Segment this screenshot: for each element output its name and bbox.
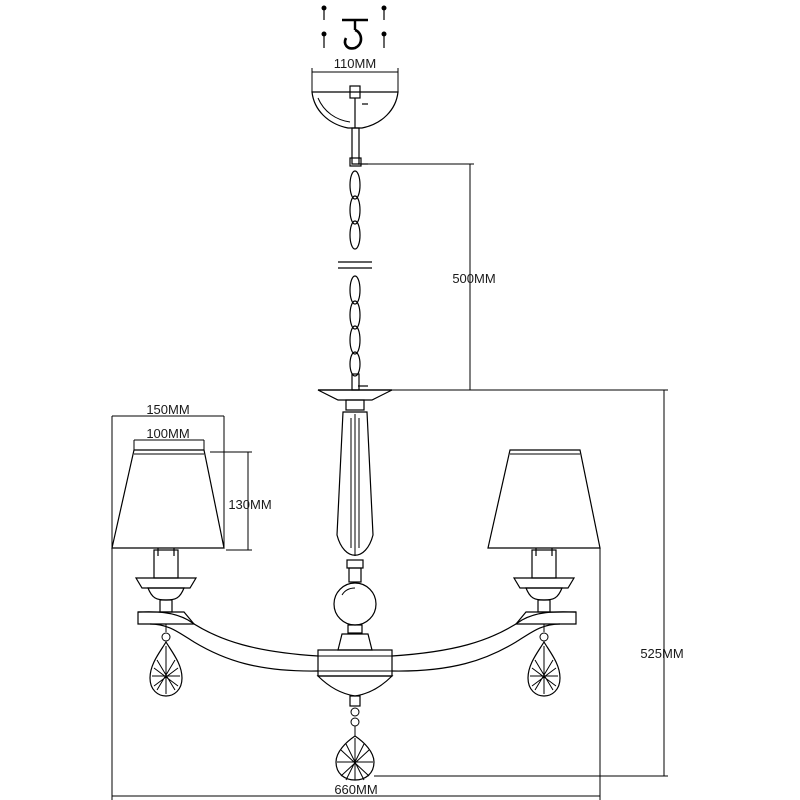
screw-icon xyxy=(321,31,327,48)
lamp-shade xyxy=(111,449,225,549)
screw-icon xyxy=(381,31,387,48)
lamp-arm xyxy=(137,611,319,672)
canopy: 110MM xyxy=(311,56,399,129)
lamp-arm xyxy=(391,611,577,672)
crystal-drop xyxy=(527,624,561,697)
screw-icon xyxy=(321,5,327,20)
shade-top-width-dimension: 100MM xyxy=(133,426,205,450)
shade-top-width-label: 100MM xyxy=(146,426,189,441)
lamp-shade xyxy=(487,449,601,549)
crystal-drop xyxy=(149,624,183,697)
central-column xyxy=(316,389,394,707)
shade-height-label: 130MM xyxy=(228,497,271,512)
chain-length-dimension: 500MM xyxy=(360,163,496,390)
crystal-ball-drop xyxy=(335,707,375,781)
suspension-chain xyxy=(338,127,372,391)
overall-width-label: 660MM xyxy=(334,782,377,797)
mounting-hook-icon xyxy=(342,18,368,50)
body-height-label: 525MM xyxy=(640,646,683,661)
canopy-width-label: 110MM xyxy=(334,56,376,71)
shade-bottom-width-dimension: 150MM xyxy=(111,402,225,548)
body-height-dimension: 525MM xyxy=(374,389,684,777)
mounting-hardware xyxy=(321,5,387,50)
chain-length-label: 500MM xyxy=(452,271,495,286)
candle-holder xyxy=(134,548,198,613)
shade-bottom-width-label: 150MM xyxy=(146,402,189,417)
candle-holder xyxy=(512,548,576,613)
shade-height-dimension: 130MM xyxy=(210,451,272,551)
screw-icon xyxy=(381,5,387,20)
overall-width-dimension: 660MM xyxy=(111,548,601,800)
